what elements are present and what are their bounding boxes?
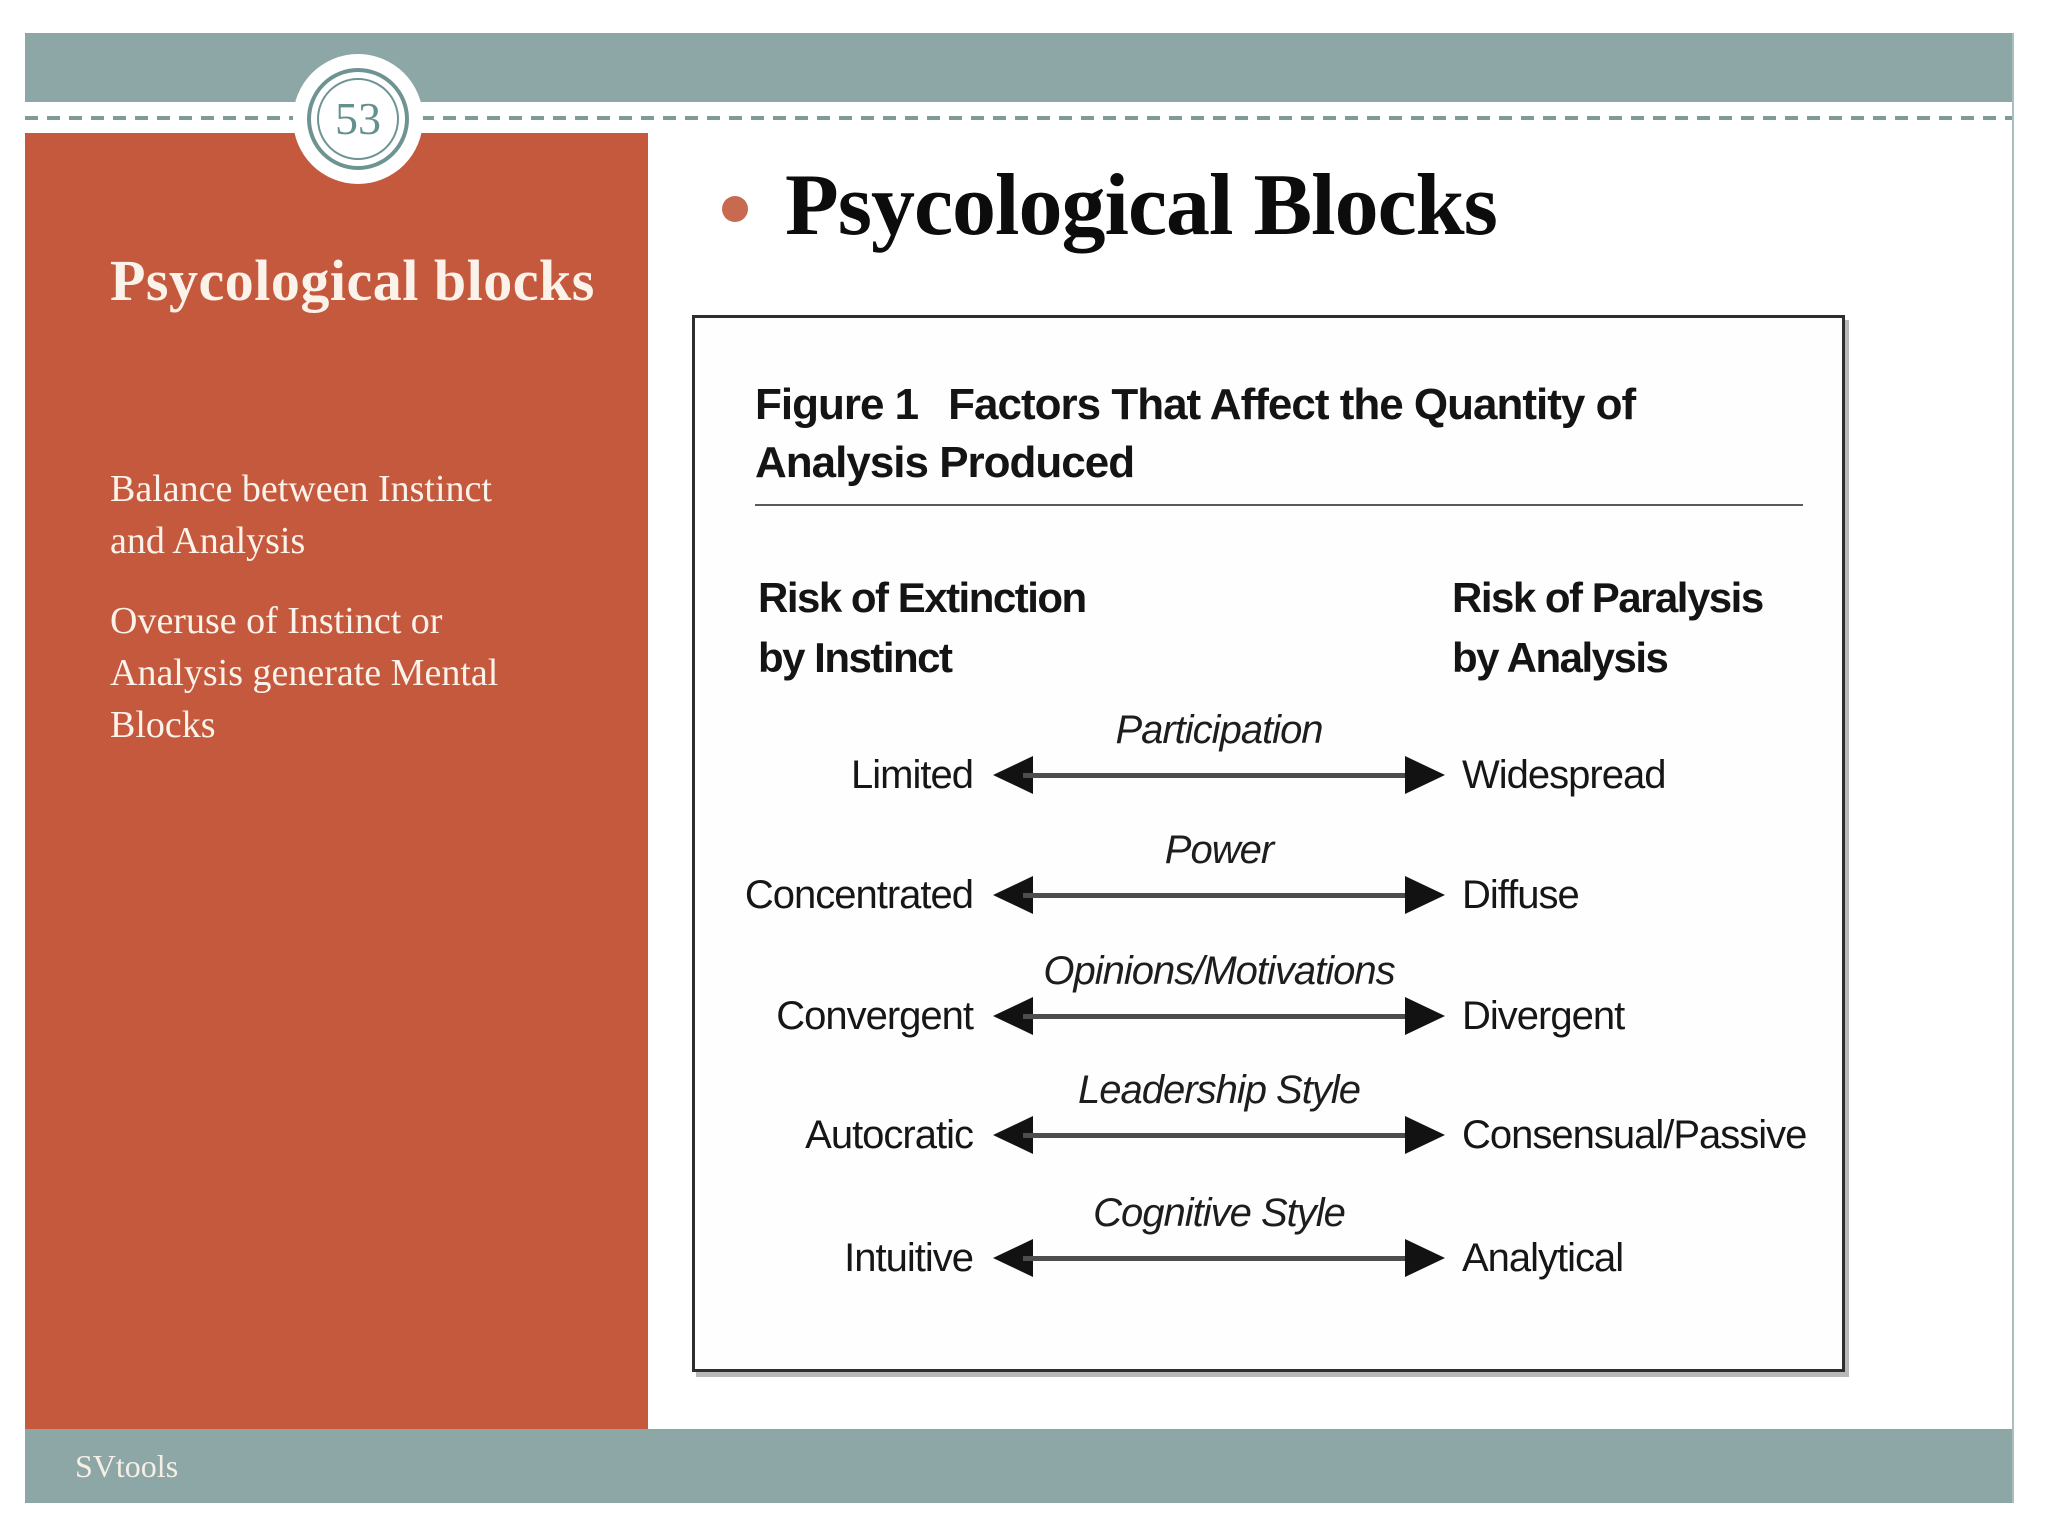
arrow-shaft (1023, 1133, 1415, 1138)
right-term: Diffuse (1462, 873, 1580, 917)
dimension-label: Power (1164, 828, 1274, 872)
left-axis-header: Risk of Extinction by Instinct (758, 568, 1087, 688)
dashed-divider (25, 116, 2012, 120)
left-term: Concentrated (744, 873, 974, 917)
right-arrowhead-icon (1405, 876, 1445, 914)
badge-outer-ring: 53 (307, 68, 409, 170)
right-arrowhead-icon (1405, 756, 1445, 794)
right-axis-header-line2: by Analysis (1452, 634, 1669, 681)
left-term: Intuitive (844, 1236, 974, 1280)
figure-title-text: Factors That Affect the Quantity of Anal… (755, 380, 1636, 487)
sidebar-panel: Psycological blocks Balance between Inst… (25, 133, 648, 1429)
sidebar-paragraph-1: Balance between Instinct and Analysis (110, 468, 492, 562)
figure-label: Figure 1 (755, 380, 919, 429)
footer-text: SVtools (75, 1447, 179, 1484)
dimension-label: Leadership Style (1078, 1068, 1361, 1112)
dimension-label: Cognitive Style (1093, 1191, 1346, 1235)
left-axis-header-line2: by Instinct (758, 634, 953, 681)
right-term: Analytical (1462, 1236, 1624, 1280)
badge-inner-ring: 53 (317, 78, 399, 160)
slide-number: 53 (335, 93, 381, 144)
left-axis-header-line1: Risk of Extinction (758, 574, 1087, 621)
right-term: Consensual/Passive (1462, 1113, 1807, 1157)
sidebar-paragraph-2: Overuse of Instinct or Analysis generate… (110, 600, 499, 746)
right-axis-header: Risk of Paralysis by Analysis (1452, 568, 1764, 688)
double-arrow-icon (993, 1116, 1445, 1154)
sidebar-title: Psycological blocks (110, 248, 595, 313)
left-term: Convergent (776, 994, 974, 1038)
left-term: Limited (851, 753, 974, 797)
right-arrowhead-icon (1405, 997, 1445, 1035)
double-arrow-icon (993, 756, 1445, 794)
left-term: Autocratic (805, 1113, 974, 1157)
arrow-shaft (1023, 773, 1415, 778)
double-arrow-icon (993, 1239, 1445, 1277)
arrow-shaft (1023, 1256, 1415, 1261)
right-term: Divergent (1462, 994, 1625, 1038)
arrow-shaft (1023, 1014, 1415, 1019)
right-axis-header-line1: Risk of Paralysis (1452, 574, 1764, 621)
bullet-icon (722, 196, 748, 222)
main-title: Psycological Blocks (785, 157, 1498, 254)
slide: 53 Psycological blocks Balance between I… (25, 33, 2014, 1503)
figure-title-rule (755, 504, 1803, 506)
footer-bar: SVtools (25, 1429, 2012, 1503)
dimension-label: Participation (1115, 708, 1323, 752)
arrow-shaft (1023, 893, 1415, 898)
right-arrowhead-icon (1405, 1116, 1445, 1154)
double-arrow-icon (993, 876, 1445, 914)
dimension-label: Opinions/Motivations (1043, 949, 1395, 993)
right-arrowhead-icon (1405, 1239, 1445, 1277)
right-term: Widespread (1462, 753, 1666, 797)
double-arrow-icon (993, 997, 1445, 1035)
slide-number-badge: 53 (293, 54, 423, 184)
